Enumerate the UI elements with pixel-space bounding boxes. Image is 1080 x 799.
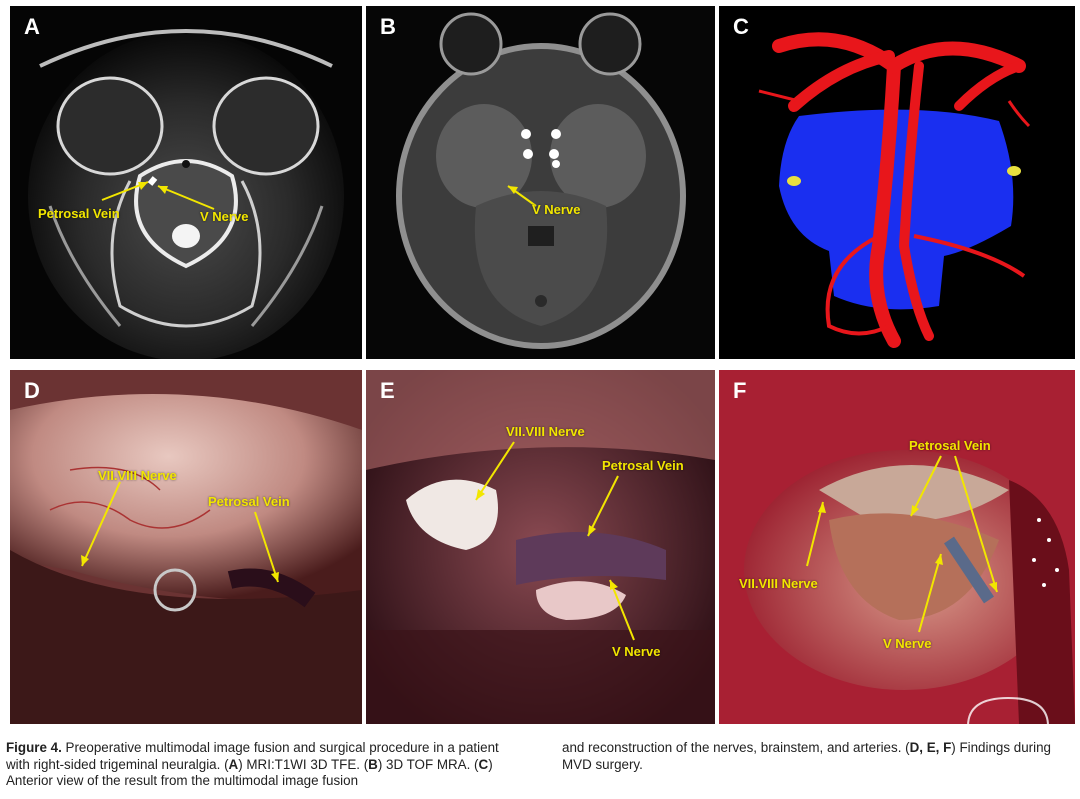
figure-caption-left: Figure 4. Preoperative multimodal image … <box>6 740 518 790</box>
label-v-nerve: V Nerve <box>532 202 581 217</box>
panel-a-arrows <box>101 181 215 210</box>
label-petrosal-vein: Petrosal Vein <box>38 206 120 221</box>
panel-letter-b: B <box>380 14 396 39</box>
panel-f-surgery: F Petrosal Vein VII.VIII Nerve V Nerve <box>719 370 1075 724</box>
label-petrosal-vein: Petrosal Vein <box>602 458 684 473</box>
label-v-nerve: V Nerve <box>200 209 249 224</box>
watermark-stamp <box>967 696 1049 726</box>
surgical-photo-e <box>366 370 715 724</box>
label-petrosal-vein: Petrosal Vein <box>909 438 991 453</box>
panel-d-arrows <box>81 481 279 583</box>
figure-caption-right: and reconstruction of the nerves, brains… <box>562 740 1074 773</box>
caption-text: ) Anterior view of the result from the m… <box>6 756 493 789</box>
caption-ref-def: D, E, F <box>909 740 952 755</box>
label-v-nerve: V Nerve <box>883 636 932 651</box>
panel-b-arrows <box>507 185 537 207</box>
caption-figure-label: Figure 4. <box>6 740 62 755</box>
caption-text: ) Findings during MVD surgery. <box>562 740 1052 772</box>
caption-text: Preoperative multimodal image fusion and… <box>6 740 499 772</box>
panel-letter-a: A <box>24 14 40 39</box>
panel-b-tof-mra: B V Nerve <box>366 6 715 359</box>
panel-letter-f: F <box>733 378 747 403</box>
mri-axial-image <box>28 29 344 359</box>
surgical-photo-d <box>10 370 362 724</box>
panel-letter-c: C <box>733 14 749 39</box>
panel-c-3d-fusion: C <box>719 6 1075 359</box>
figure-grid: A Petrosal Vein V Nerve B V Nerve <box>10 6 1075 724</box>
label-petrosal-vein: Petrosal Vein <box>208 494 290 509</box>
panel-a-mri-t1wi: A Petrosal Vein V Nerve <box>10 6 362 359</box>
panel-e-arrows <box>475 441 635 641</box>
label-vii-viii-nerve: VII.VIII Nerve <box>506 424 585 439</box>
panel-letter-d: D <box>24 378 40 403</box>
label-v-nerve: V Nerve <box>612 644 661 659</box>
mra-axial-image <box>396 12 686 349</box>
caption-ref-a: A <box>228 756 239 772</box>
label-vii-viii-nerve: VII.VIII Nerve <box>98 468 177 483</box>
caption-ref-c: C <box>478 756 489 772</box>
panel-letter-e: E <box>380 378 395 403</box>
caption-text: ) MRI:T1WI 3D TFE. ( <box>238 756 369 772</box>
panel-d-surgery: D VII.VIII Nerve Petrosal Vein <box>10 370 362 724</box>
caption-ref-b: B <box>368 756 378 772</box>
label-vii-viii-nerve: VII.VIII Nerve <box>739 576 818 591</box>
caption-text: ) 3D TOF MRA. ( <box>377 756 479 772</box>
caption-text: and reconstruction of the nerves, brains… <box>562 740 910 755</box>
vessel-brainstem-render <box>758 32 1031 348</box>
panel-e-surgery: E VII.VIII Nerve Petrosal Vein V Nerve <box>366 370 715 724</box>
panel-f-arrows <box>806 455 998 633</box>
